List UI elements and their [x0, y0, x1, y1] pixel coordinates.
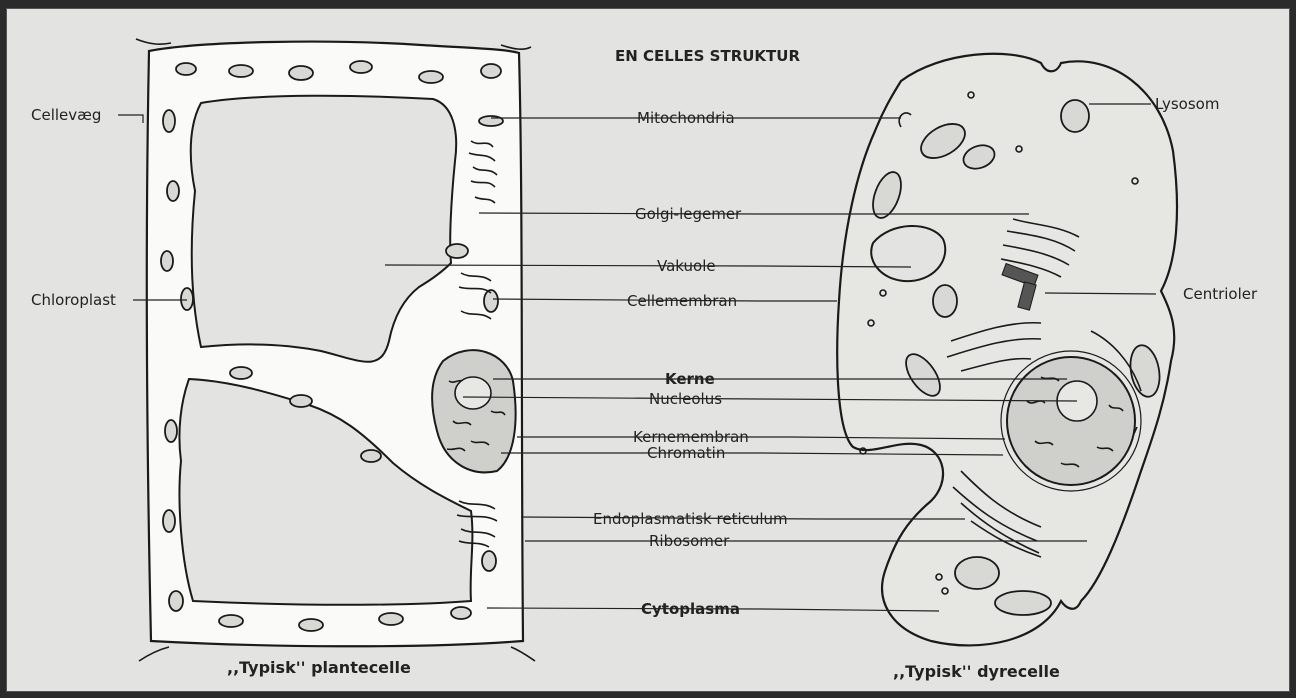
label-lysosom: Lysosom — [1155, 95, 1219, 113]
animal-cell — [837, 54, 1177, 646]
animal-vacuole — [871, 226, 945, 281]
label-cellevaeg: Cellevæg — [31, 106, 101, 124]
diagram-frame: EN CELLES STRUKTUR Cellevæg Chloroplast … — [6, 8, 1290, 692]
label-cytoplasma: Cytoplasma — [641, 600, 740, 618]
label-mitochondria: Mitochondria — [637, 109, 735, 127]
lysosome — [1061, 100, 1089, 132]
caption-animal: ,,Typisk'' dyrecelle — [893, 662, 1060, 681]
cell-diagram: EN CELLES STRUKTUR Cellevæg Chloroplast … — [7, 9, 1291, 693]
caption-plant: ,,Typisk'' plantecelle — [227, 658, 411, 677]
label-centrioler: Centrioler — [1183, 285, 1258, 303]
label-chromatin: Chromatin — [647, 444, 725, 462]
label-nucleolus: Nucleolus — [649, 390, 722, 408]
animal-cell-membrane — [837, 54, 1177, 646]
label-kerne: Kerne — [665, 370, 715, 388]
label-er: Endoplasmatisk reticulum — [593, 510, 788, 528]
diagram-title: EN CELLES STRUKTUR — [615, 47, 800, 65]
plant-cell — [136, 39, 535, 661]
label-cellemembran: Cellemembran — [627, 292, 737, 310]
label-ribosomer: Ribosomer — [649, 532, 730, 550]
label-vakuole: Vakuole — [657, 257, 716, 275]
animal-nucleus — [1007, 357, 1135, 485]
plant-nucleolus — [455, 377, 491, 409]
label-golgi: Golgi-legemer — [635, 205, 742, 223]
label-chloroplast: Chloroplast — [31, 291, 116, 309]
